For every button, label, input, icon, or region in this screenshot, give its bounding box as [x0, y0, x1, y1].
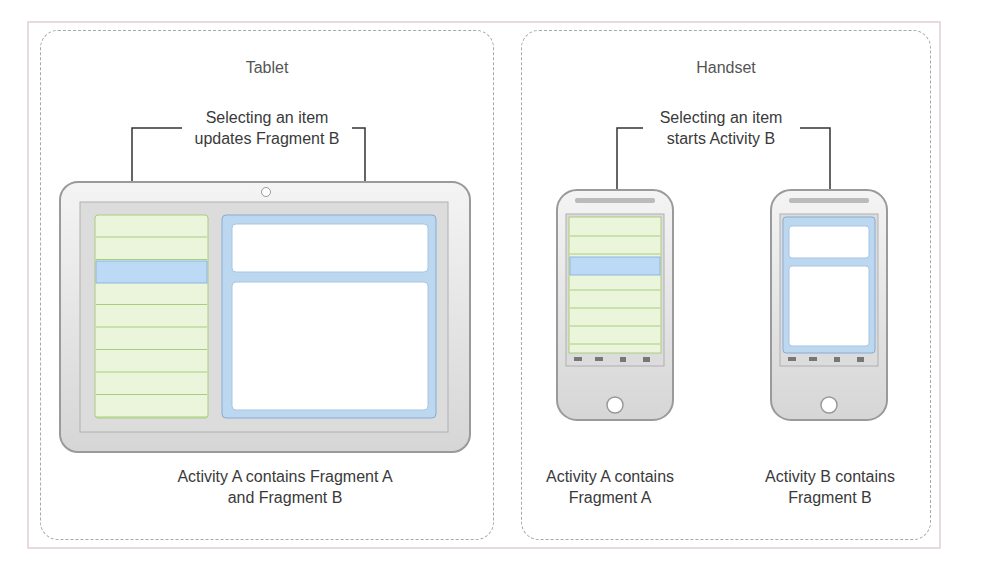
caption: Activity B contains Fragment B — [750, 466, 910, 508]
device-panel: Handset — [521, 30, 931, 540]
device-panel: Tablet — [40, 30, 494, 540]
panel-title: Tablet — [41, 31, 493, 77]
tablet-device — [60, 182, 470, 452]
frame — [28, 22, 940, 548]
caption: Activity A contains Fragment A — [530, 466, 690, 508]
callout-text: Selecting an item updates Fragment B — [185, 107, 350, 149]
callout-text: Selecting an item starts Activity B — [639, 107, 804, 149]
panel-title: Handset — [522, 31, 930, 77]
caption: Activity A contains Fragment A and Fragm… — [165, 466, 405, 508]
phone-device — [771, 190, 887, 420]
phone-device — [557, 190, 673, 420]
